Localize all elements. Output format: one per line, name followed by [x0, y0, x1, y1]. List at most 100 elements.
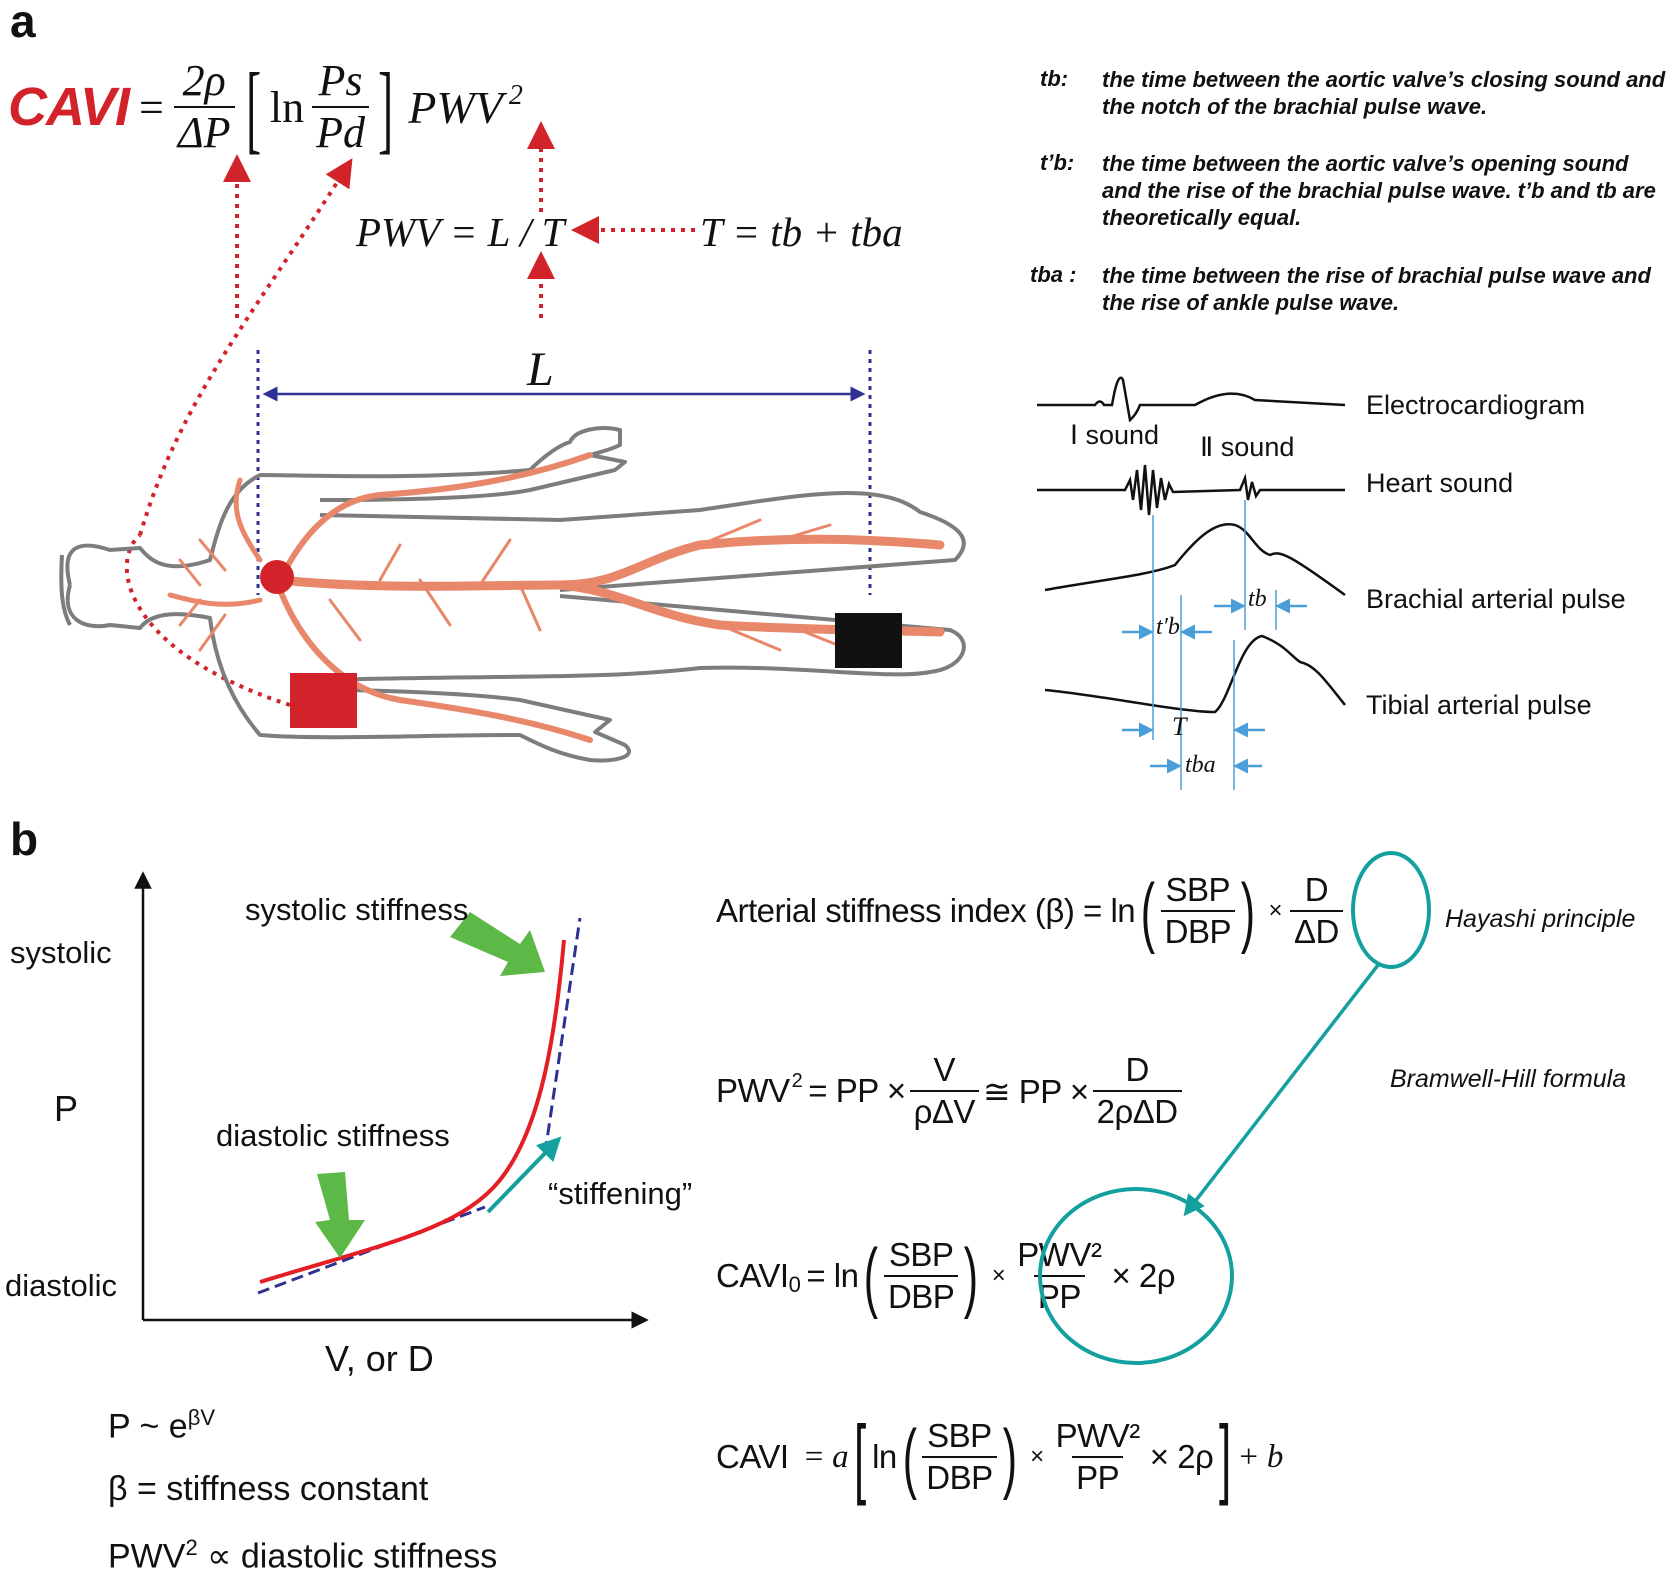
- eq4-ln: ln: [872, 1438, 897, 1475]
- tibial-label: Tibial arterial pulse: [1366, 690, 1592, 720]
- note-p-exp-power: βV: [187, 1405, 216, 1430]
- t-b-label: tb: [1248, 586, 1267, 612]
- eq2-exp: 2: [791, 1069, 803, 1092]
- eq1-paren-right: ): [1240, 867, 1255, 955]
- note-pwv: PWV2 ∝ diastolic stiffness: [108, 1535, 497, 1576]
- eq4-lhs: CAVI: [716, 1438, 789, 1475]
- eq3-tail: × 2ρ: [1111, 1257, 1176, 1294]
- t-b-prime-label: t′b: [1156, 614, 1180, 640]
- note-beta: β = stiffness constant: [108, 1470, 429, 1508]
- eq4-den2: PP: [1072, 1456, 1124, 1498]
- timing-arrows: [1122, 598, 1307, 774]
- eq4-plus: + b: [1237, 1438, 1283, 1475]
- heart-sound-trace: [1037, 464, 1345, 516]
- eq4-paren-right: ): [1002, 1413, 1017, 1501]
- eq2-eq: = PP ×: [808, 1072, 906, 1109]
- note-pwv-rest: ∝ diastolic stiffness: [197, 1537, 498, 1576]
- eq3-num1: SBP: [888, 1236, 954, 1273]
- highlight-connector: [1183, 963, 1380, 1217]
- brachial-label: Brachial arterial pulse: [1366, 584, 1626, 614]
- eq4-times: ×: [1030, 1443, 1044, 1470]
- cavi-pwv-exp: 2: [508, 80, 523, 111]
- cavi-formula-equals: =: [139, 82, 164, 132]
- def-term-tba: tba :: [1030, 262, 1077, 287]
- cavi-ln: ln: [269, 82, 305, 132]
- eq3-sub: 0: [788, 1272, 801, 1297]
- cavi-frac-ps-num: Ps: [318, 56, 363, 105]
- eq3-lhs: CAVI: [716, 1257, 789, 1294]
- cavi-frac-rho: 2ρ ΔP: [173, 56, 235, 158]
- eq1-num1: SBP: [1165, 871, 1231, 908]
- def-text-tba: the time between the rise of brachial pu…: [1102, 263, 1651, 315]
- eq4-bracket-left: [: [854, 1407, 867, 1506]
- eq2-num1: V: [933, 1051, 956, 1088]
- systolic-green-arrow: [450, 912, 545, 976]
- eq3-paren-left: (: [864, 1232, 879, 1320]
- cavi-pwv: PWV: [408, 81, 503, 133]
- sound2-label: Ⅱ sound: [1200, 432, 1295, 462]
- eq2-approx: ≅ PP ×: [982, 1072, 1089, 1110]
- heart-dot: [260, 560, 294, 594]
- def-text-tbprime: the time between the aortic valve’s open…: [1102, 151, 1656, 230]
- heart-sound-label: Heart sound: [1366, 468, 1514, 498]
- y-label-systolic: systolic: [10, 935, 112, 970]
- ecg-label: Electrocardiogram: [1366, 390, 1586, 420]
- formula-arrows: [124, 121, 695, 707]
- eq1-times: ×: [1268, 897, 1282, 924]
- eq3-eq: = ln: [806, 1257, 859, 1294]
- arrow-to-ln: [138, 158, 353, 536]
- arrow-arm-cuff: [124, 533, 291, 707]
- y-label-p: P: [54, 1088, 79, 1129]
- right-bracket: ]: [378, 51, 394, 163]
- diastolic-green-arrow: [315, 1172, 365, 1258]
- tibial-trace: [1044, 634, 1346, 714]
- eq4-num2: PWV²: [1055, 1417, 1141, 1454]
- eq1-den2: ΔD: [1289, 910, 1343, 952]
- def-term-tb: tb:: [1040, 66, 1069, 91]
- eq1-note: Hayashi principle: [1445, 905, 1636, 933]
- eq2-note: Bramwell-Hill formula: [1390, 1065, 1627, 1093]
- diastolic-stiffness-label: diastolic stiffness: [216, 1118, 450, 1153]
- cavi-formula: CAVI = 2ρ ΔP [ ln Ps Pd ] PWV 2: [8, 51, 523, 163]
- eq3-paren-right: ): [964, 1232, 979, 1320]
- eq2-den2: 2ρΔD: [1092, 1090, 1182, 1132]
- sound1-label: Ⅰ sound: [1070, 420, 1160, 450]
- cavi-frac-ps-den: Pd: [312, 106, 369, 158]
- eq1-paren-left: (: [1140, 867, 1155, 955]
- pwv-formula: PWV = L / T: [356, 209, 565, 255]
- cavi-frac-rho-num: 2ρ: [182, 56, 226, 105]
- def-text-tb: the time between the aortic valve’s clos…: [1102, 67, 1666, 119]
- stiffness-graph: [134, 871, 649, 1329]
- pwv-highlight-ellipse: [1038, 1187, 1234, 1365]
- note-p-exp: P ~ eβV: [108, 1405, 215, 1446]
- length-dimension: [256, 350, 872, 595]
- eq2-den1: ρΔV: [909, 1090, 979, 1132]
- ecg-trace: [1037, 376, 1346, 423]
- note-pwv-base: PWV: [108, 1537, 186, 1576]
- eq2-num2: D: [1125, 1051, 1149, 1088]
- stiffening-arrow: [486, 1136, 562, 1214]
- eq4-den1: DBP: [922, 1456, 997, 1498]
- y-label-diastolic: diastolic: [5, 1268, 117, 1303]
- pv-curve: [259, 939, 566, 1284]
- note-pwv-exp: 2: [185, 1535, 198, 1560]
- t-formula: T = tb + tba: [700, 209, 903, 255]
- eq1-lhs: Arterial stiffness index (β) = ln: [716, 892, 1136, 929]
- panel-b-label: b: [10, 813, 39, 865]
- eq3-times: ×: [991, 1262, 1006, 1289]
- eq4-bracket-right: ]: [1219, 1407, 1232, 1506]
- stiffening-label: “stiffening”: [548, 1176, 693, 1211]
- arm-cuff: [290, 673, 357, 728]
- ankle-cuff: [835, 613, 902, 668]
- eq1-num2: D: [1304, 871, 1329, 908]
